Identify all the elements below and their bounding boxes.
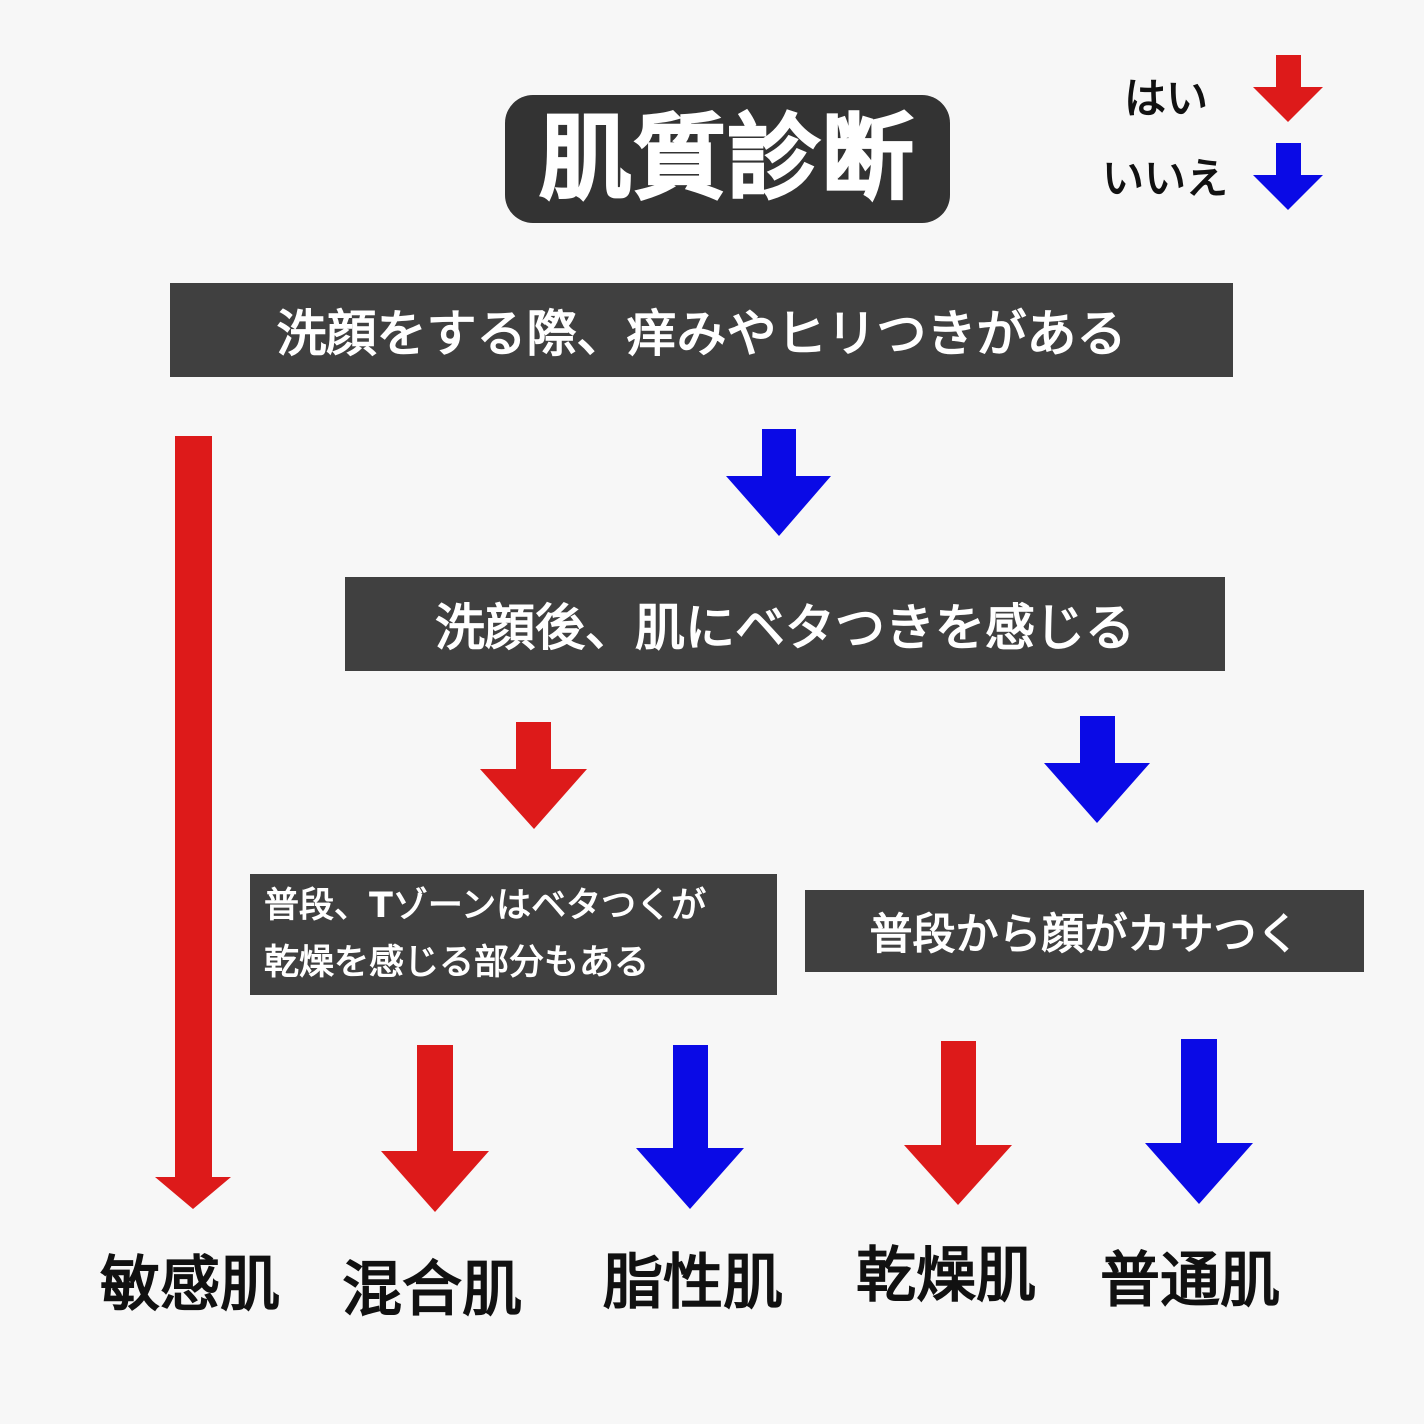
result-dry-skin: 乾燥肌 <box>856 1241 1036 1311</box>
arrow-yes-to-combination <box>381 1045 489 1212</box>
arrow-yes-to-q3 <box>480 722 587 829</box>
arrow-no-to-oily <box>636 1045 744 1209</box>
arrow-no-to-q4 <box>1044 716 1150 823</box>
arrow-no-to-q2 <box>726 429 831 536</box>
result-combination-skin: 混合肌 <box>342 1255 522 1325</box>
question-box-itchiness: 洗顔をする際、痒みやヒリつきがある <box>170 283 1233 377</box>
question-text-itchiness: 洗顔をする際、痒みやヒリつきがある <box>276 305 1127 363</box>
arrow-yes-to-dry <box>904 1041 1012 1205</box>
arrow-yes-to-sensitive <box>155 436 231 1209</box>
title-badge: 肌質診断 <box>505 95 950 223</box>
legend-yes-label: はい <box>1124 74 1209 123</box>
question-box-oiliness: 洗顔後、肌にベタつきを感じる <box>345 577 1225 671</box>
legend-yes-arrow-icon <box>1253 55 1323 122</box>
question-text-oiliness: 洗顔後、肌にベタつきを感じる <box>435 599 1135 657</box>
question-box-dryness: 普段から顔がカサつく <box>805 890 1364 972</box>
result-sensitive-skin: 敏感肌 <box>100 1250 280 1320</box>
result-normal-skin: 普通肌 <box>1100 1246 1280 1316</box>
question-text-dryness: 普段から顔がカサつく <box>869 910 1300 960</box>
legend-no-label: いいえ <box>1102 154 1229 203</box>
page-title: 肌質診断 <box>538 105 916 212</box>
question-text-tzone-line2: 乾燥を感じる部分もある <box>264 942 650 983</box>
result-oily-skin: 脂性肌 <box>603 1248 783 1318</box>
question-box-tzone: 普段、Tゾーンはベタつくが 乾燥を感じる部分もある <box>250 874 777 995</box>
legend-no-arrow-icon <box>1253 143 1323 210</box>
arrow-no-to-normal <box>1145 1039 1253 1204</box>
question-text-tzone-line1: 普段、Tゾーンはベタつくが <box>264 885 707 926</box>
